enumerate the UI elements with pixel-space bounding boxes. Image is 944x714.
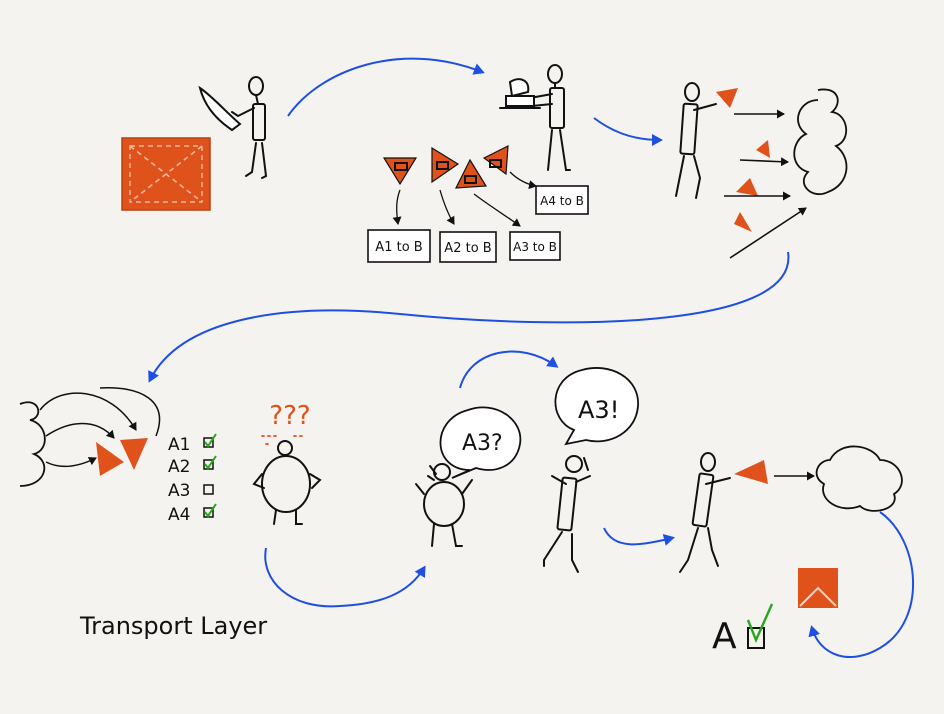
tag-a4-text: A4 to B	[540, 194, 584, 208]
person-sending	[675, 82, 717, 199]
person-resending	[679, 452, 731, 573]
address-tag-a4: A4 to B	[535, 185, 589, 215]
network-cloud-3	[815, 445, 903, 512]
check-a1-mark	[204, 433, 217, 448]
check-a1-label: A1	[168, 435, 190, 455]
final-letter: A	[712, 616, 737, 657]
address-tag-a1: A1 to B	[367, 229, 431, 263]
flow-arrow-1	[287, 57, 485, 117]
reassembled-envelope-icon	[798, 568, 838, 608]
flow-arrow-6	[603, 527, 675, 546]
delivered-check-mark	[746, 603, 774, 644]
person-calling	[415, 463, 473, 547]
network-cloud-1	[793, 88, 848, 195]
arrival-arrows	[39, 387, 161, 468]
check-a4-mark	[204, 503, 217, 518]
bubble-query-text: A3?	[462, 431, 503, 456]
packets-in-transit	[716, 88, 770, 232]
check-a4-label: A4	[168, 505, 190, 525]
label-pointer-arrows	[392, 171, 537, 227]
flow-arrow-5	[459, 350, 559, 389]
question-marks: ???	[269, 401, 310, 431]
diagram-title: Transport Layer	[79, 612, 267, 640]
flow-arrow-2	[593, 117, 663, 146]
received-packets	[96, 438, 148, 476]
tag-a1-text: A1 to B	[375, 240, 422, 255]
envelope-message-icon	[121, 137, 211, 211]
packet-checklist: A1 A2 A3 A4	[168, 433, 217, 525]
person-stamping	[499, 64, 571, 171]
address-tag-a2: A2 to B	[439, 231, 497, 263]
bubble-reply-span: A3!	[578, 396, 619, 424]
person-answering	[543, 455, 591, 573]
resent-packet-a3	[734, 460, 768, 484]
check-a2-mark	[204, 455, 217, 470]
check-a3-empty-box	[203, 484, 214, 495]
tag-a2-text: A2 to B	[444, 241, 491, 256]
speech-bubble-reply: A3!	[554, 367, 639, 446]
check-a2-label: A2	[168, 457, 190, 477]
speech-bubble-query: A3?	[439, 406, 522, 479]
bubble-query-span: A3?	[462, 431, 503, 456]
person-cutting-message	[198, 76, 268, 179]
bubble-reply-text: A3!	[578, 396, 619, 424]
delivered-checkbox: A	[712, 603, 774, 657]
confused-person: ???	[252, 401, 322, 525]
packets-unlabeled	[382, 144, 509, 189]
address-tag-a3: A3 to B	[509, 231, 561, 261]
tag-a3-text: A3 to B	[513, 240, 557, 254]
network-cloud-2	[19, 401, 46, 487]
flow-arrow-3	[148, 251, 790, 383]
transit-arrows	[724, 109, 807, 259]
check-a3-label: A3	[168, 481, 190, 501]
flow-arrow-7	[808, 511, 914, 658]
flow-arrow-4	[264, 547, 426, 608]
